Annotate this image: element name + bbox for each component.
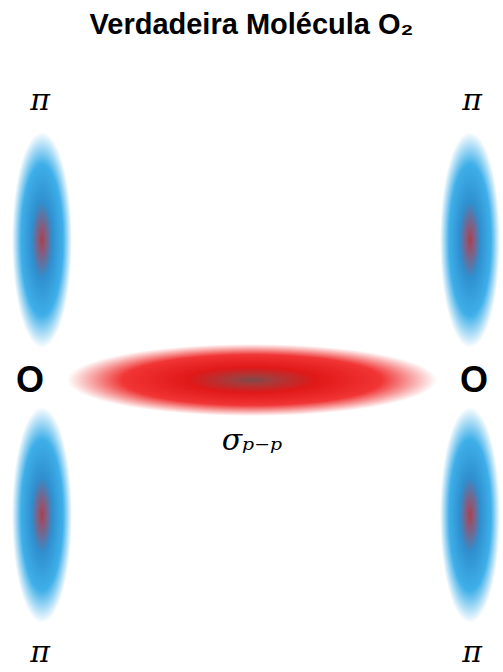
pi-lobe	[440, 132, 500, 348]
pi-lobe	[12, 132, 72, 348]
orbital-label: π	[30, 637, 50, 667]
pi-lobe	[440, 407, 500, 623]
sigma-lobe	[67, 344, 437, 416]
orbital-label: π	[30, 85, 50, 115]
atom-label: O	[460, 362, 488, 398]
diagram-title: Verdadeira Molécula O₂	[90, 10, 414, 39]
orbital-label: π	[462, 85, 482, 115]
orbital-label: σₚ₋ₚ	[222, 425, 282, 455]
pi-lobe	[12, 407, 72, 623]
atom-label: O	[16, 362, 44, 398]
orbital-label: π	[462, 637, 482, 667]
